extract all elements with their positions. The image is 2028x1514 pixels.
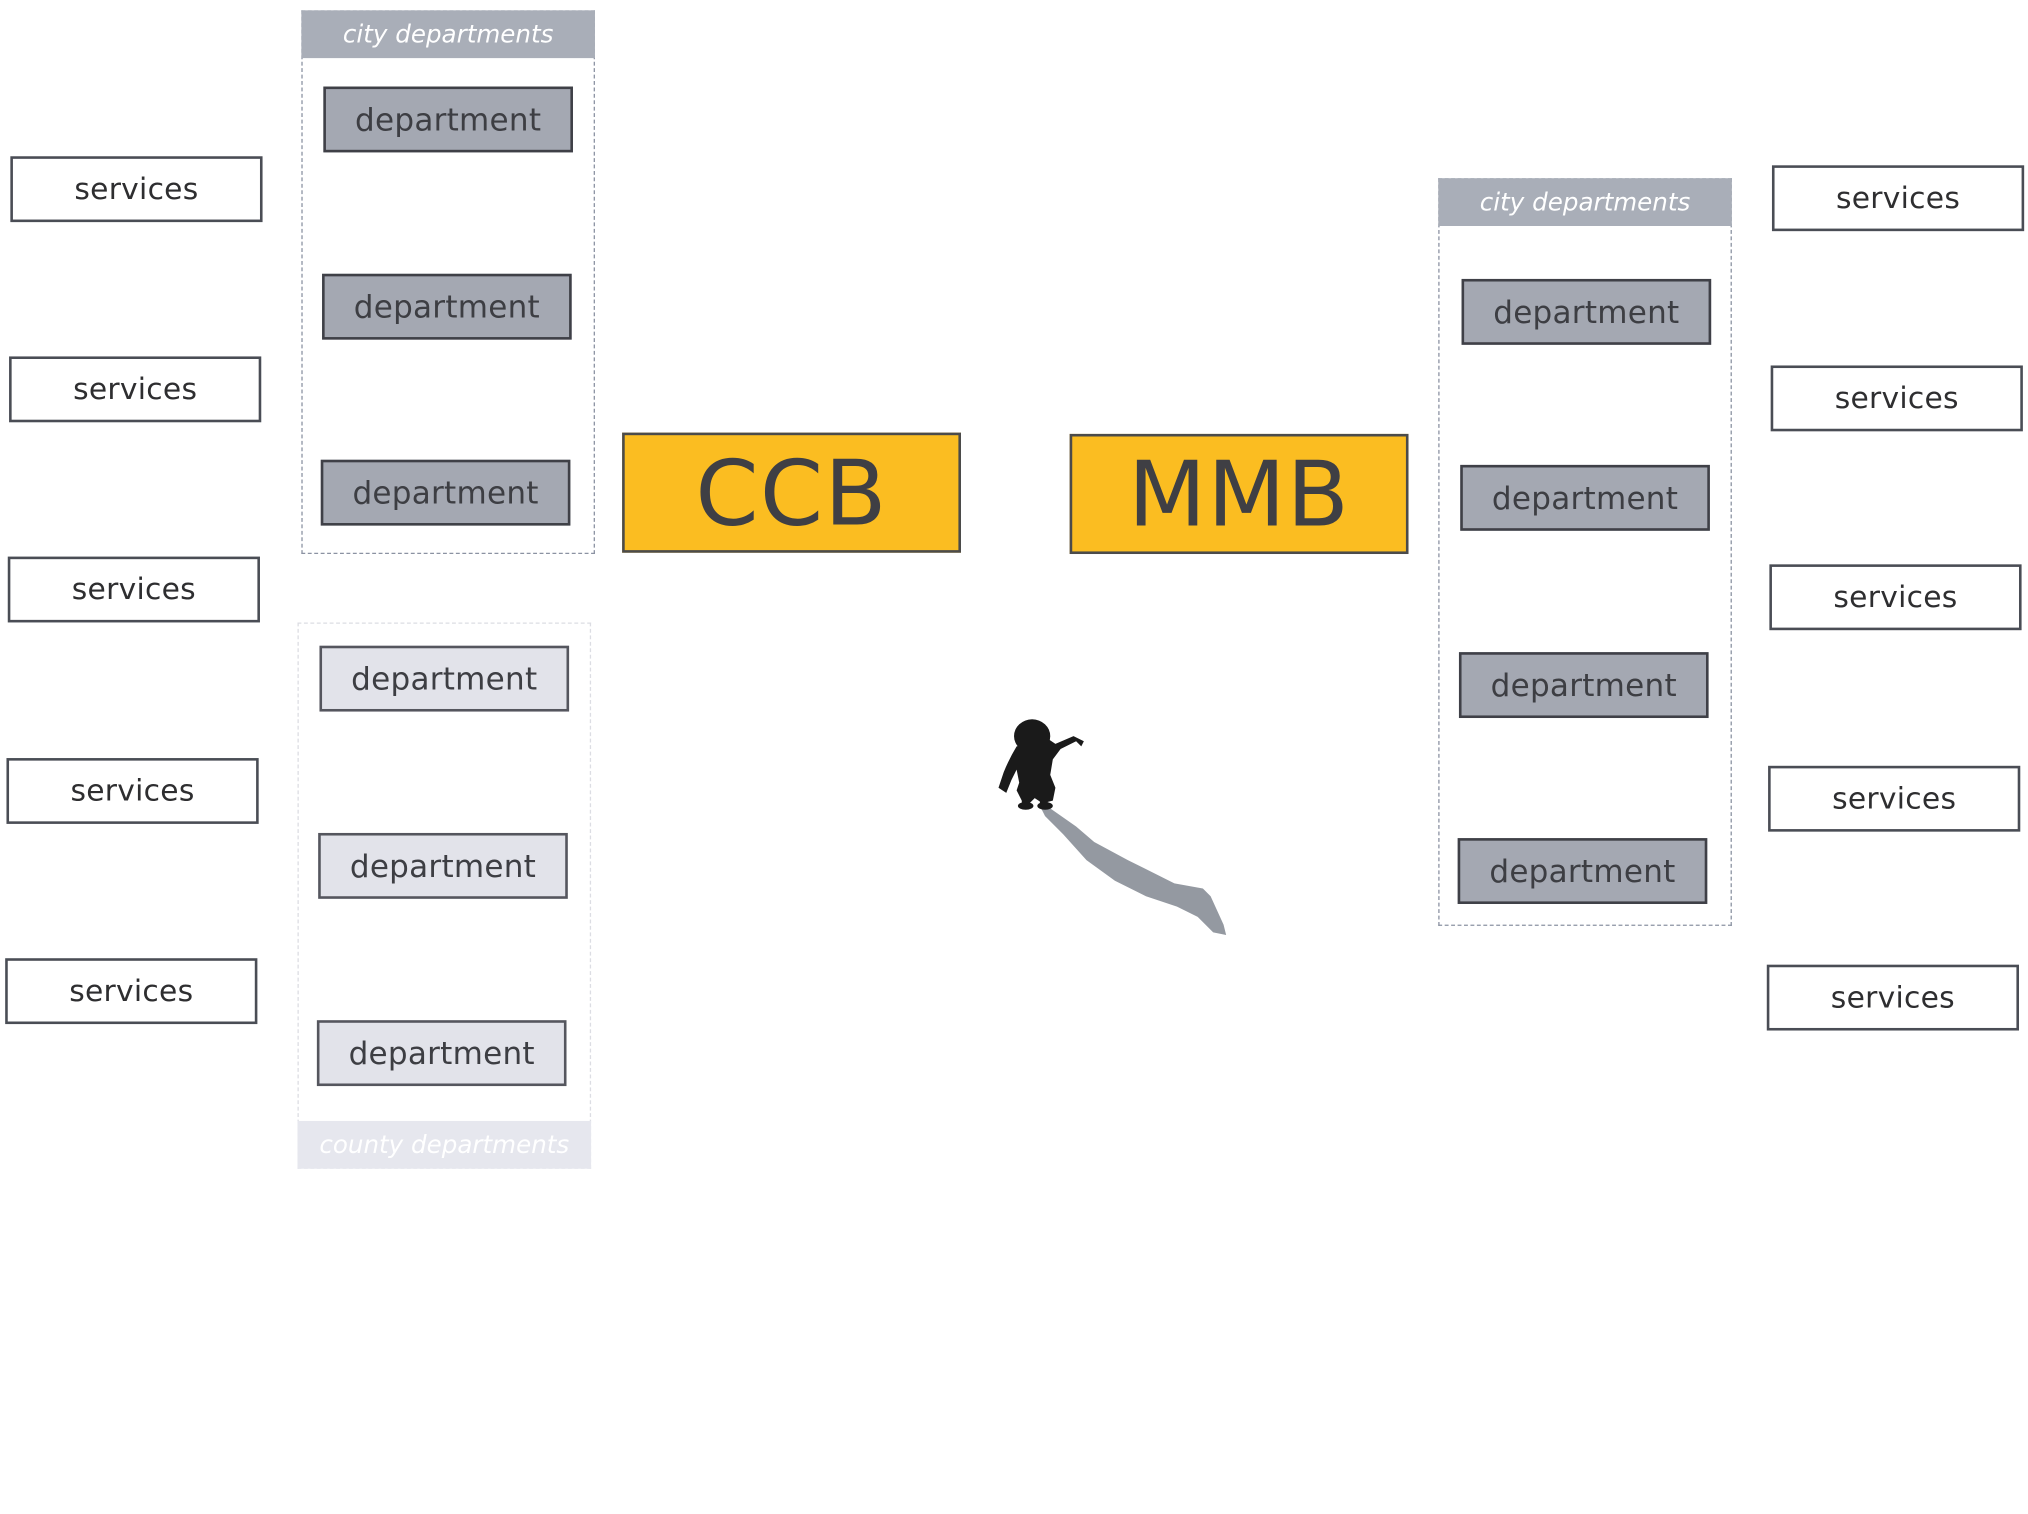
left-county-department-2: department	[318, 832, 568, 899]
right-services-box-5: services	[1766, 964, 2019, 1031]
right-services-box-4: services	[1768, 765, 2021, 832]
right-city-departments-header: city departments	[1438, 178, 1732, 226]
left-county-departments-footer: county departments	[297, 1120, 592, 1169]
ccb-board: CCB	[622, 432, 961, 553]
left-services-box-5: services	[5, 958, 258, 1025]
left-city-department-1: department	[323, 86, 573, 153]
left-services-box-2: services	[9, 356, 262, 423]
left-services-box-1: services	[10, 156, 263, 223]
left-county-department-3: department	[316, 1020, 567, 1087]
right-city-department-2: department	[1460, 464, 1710, 531]
left-county-department-1: department	[319, 645, 570, 712]
right-services-box-1: services	[1771, 165, 2025, 232]
right-city-department-1: department	[1461, 278, 1712, 345]
right-services-box-2: services	[1770, 365, 2023, 432]
right-city-department-3: department	[1458, 652, 1709, 719]
person-shadow-icon	[1039, 805, 1227, 935]
left-city-department-3: department	[320, 459, 571, 526]
person-silhouette-icon	[998, 719, 1227, 935]
right-city-department-4: department	[1457, 838, 1708, 904]
left-city-departments-header: city departments	[301, 10, 595, 59]
left-services-box-3: services	[7, 556, 260, 623]
left-city-department-2: department	[322, 273, 572, 340]
left-services-box-4: services	[6, 758, 259, 824]
right-services-box-3: services	[1769, 564, 2022, 631]
mmb-board: MMB	[1069, 433, 1409, 555]
